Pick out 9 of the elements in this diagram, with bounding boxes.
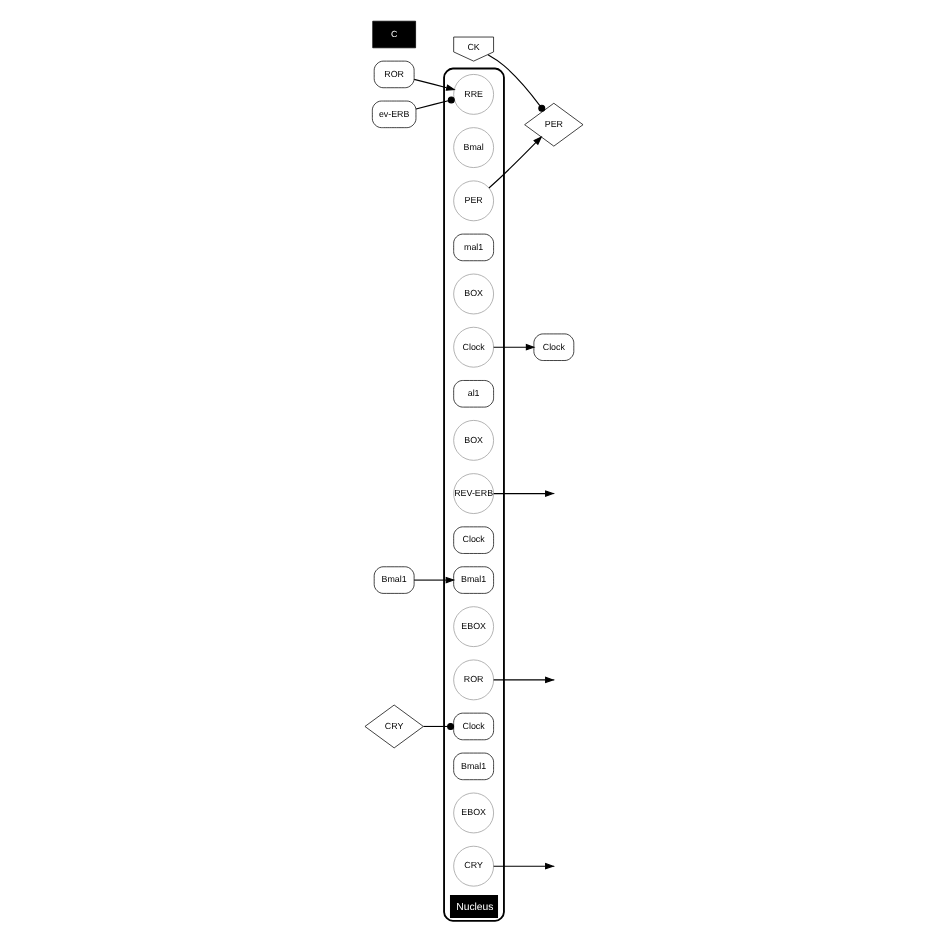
arrow xyxy=(493,862,555,870)
arrow xyxy=(413,576,456,584)
connector xyxy=(487,54,546,112)
arrow xyxy=(488,135,543,189)
arrow xyxy=(493,676,555,684)
connector xyxy=(415,96,455,110)
arrow xyxy=(493,343,536,351)
connector xyxy=(422,722,455,730)
arrow xyxy=(413,78,456,91)
